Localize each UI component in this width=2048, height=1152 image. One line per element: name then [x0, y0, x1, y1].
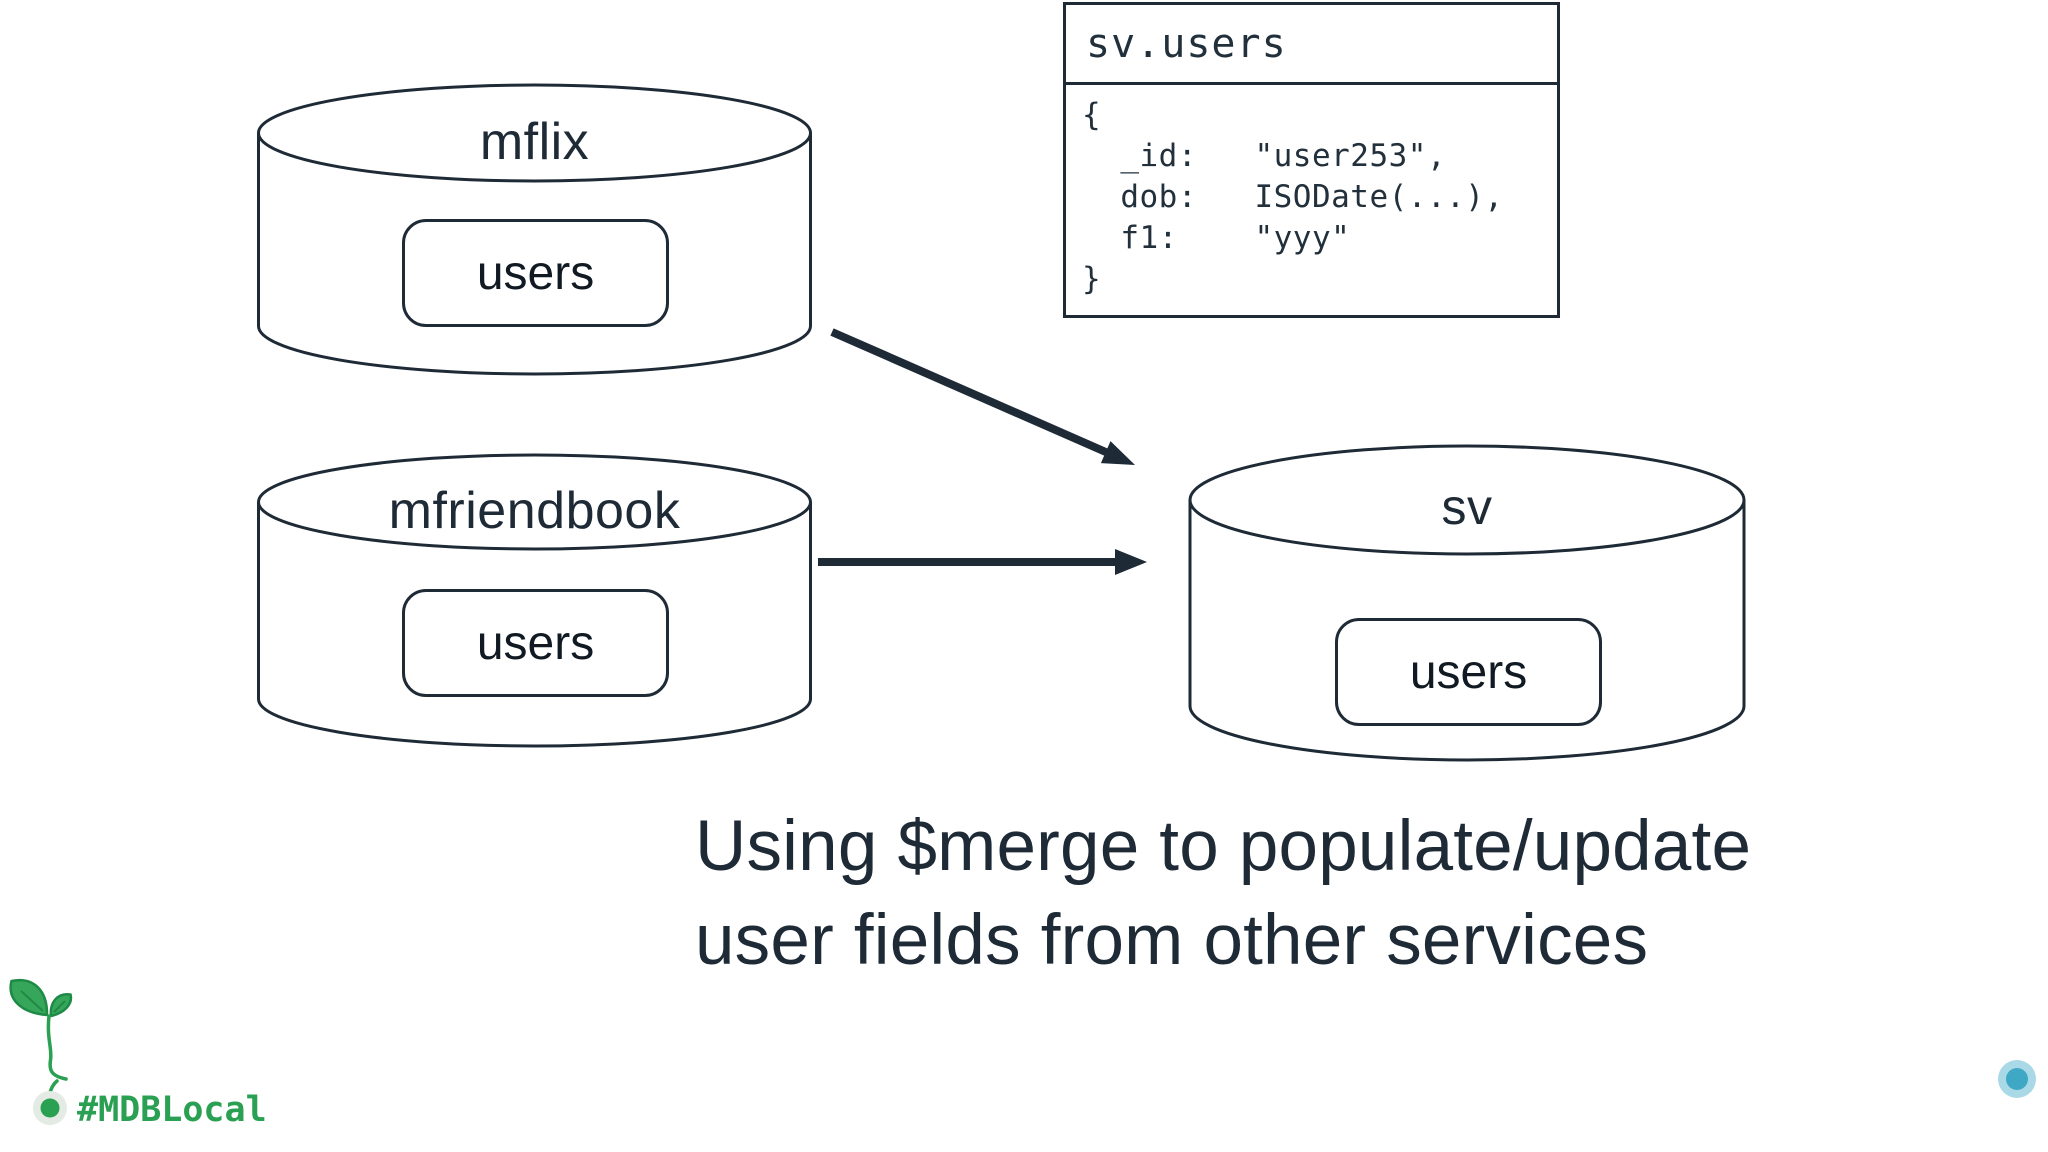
code-panel-body: { _id: "user253", dob: ISODate(...), f1:…	[1066, 85, 1557, 300]
db-label-mflix: mflix	[479, 113, 590, 171]
line-end-dot-icon	[1998, 1060, 2036, 1098]
collection-box-mflix-users: users	[402, 219, 669, 327]
collection-box-sv-users: users	[1335, 618, 1602, 726]
caption-line-2: user fields from other services	[695, 901, 1649, 980]
collection-box-mfriendbook-users: users	[402, 589, 669, 697]
event-hashtag: #MDBLocal	[77, 1090, 267, 1130]
merge-arrow-mflix-to-sv	[830, 328, 1135, 465]
sprout-icon	[9, 978, 73, 1125]
code-line: dob: ISODate(...),	[1082, 179, 1504, 215]
collection-label: users	[476, 246, 595, 300]
merge-arrow-mfriendbook-to-sv	[818, 549, 1147, 575]
code-panel-title: sv.users	[1066, 5, 1557, 85]
code-line: }	[1082, 261, 1102, 297]
collection-label: users	[1409, 645, 1528, 699]
code-panel-sv-users: sv.users { _id: "user253", dob: ISODate(…	[1063, 2, 1560, 318]
code-line: {	[1082, 97, 1102, 133]
code-line: f1: "yyy"	[1082, 220, 1351, 256]
collection-label: users	[476, 616, 595, 670]
slide-caption: Using $merge to populate/update user fie…	[695, 800, 1751, 988]
code-line: _id: "user253",	[1082, 138, 1447, 174]
db-label-mfriendbook: mfriendbook	[388, 482, 681, 540]
db-label-sv: sv	[1441, 479, 1493, 535]
caption-line-1: Using $merge to populate/update	[695, 807, 1752, 886]
